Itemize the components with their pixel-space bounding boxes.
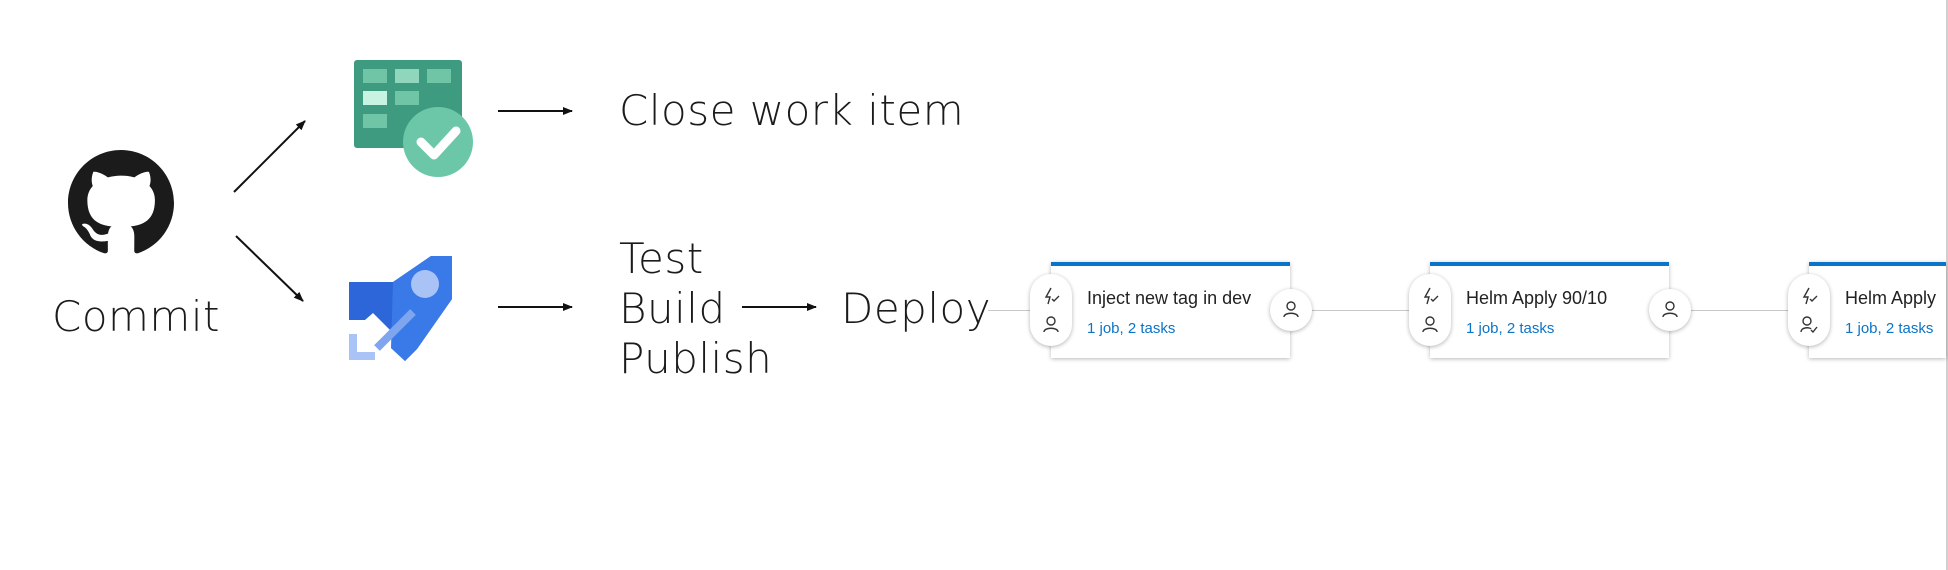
approver-person-icon <box>1043 316 1059 333</box>
stage-card[interactable]: Inject new tag in dev 1 job, 2 tasks <box>1051 262 1290 358</box>
pre-deployment-conditions[interactable] <box>1030 274 1072 346</box>
trigger-lightning-icon <box>1802 287 1818 305</box>
build-label: Build <box>619 284 726 333</box>
stage-card[interactable]: Helm Apply 90/10 1 job, 2 tasks <box>1430 262 1669 358</box>
azure-boards-icon <box>354 60 473 177</box>
stage-job-count[interactable]: 1 job, 2 tasks <box>1466 320 1555 337</box>
test-label: Test <box>619 234 704 283</box>
pre-deployment-conditions[interactable] <box>1788 274 1830 346</box>
right-edge-line <box>1946 0 1948 570</box>
stage-name: Inject new tag in dev <box>1087 288 1252 308</box>
connector-line <box>1312 310 1412 311</box>
deploy-label: Deploy <box>841 284 992 333</box>
publish-label: Publish <box>619 334 773 383</box>
trigger-lightning-icon <box>1423 287 1439 305</box>
arrow-to-boards <box>233 120 306 193</box>
approver-check-icon <box>1800 316 1818 333</box>
stage-card[interactable]: Helm Apply 1 job, 2 tasks <box>1809 262 1946 358</box>
stage-name: Helm Apply 90/10 <box>1466 288 1608 308</box>
connector-line <box>988 310 1030 311</box>
pre-deployment-conditions[interactable] <box>1409 274 1451 346</box>
trigger-lightning-icon <box>1044 287 1060 305</box>
azure-pipelines-icon <box>349 256 452 361</box>
connector-line <box>1690 310 1790 311</box>
post-deployment-approvals[interactable] <box>1649 289 1691 331</box>
commit-label: Commit <box>52 292 220 341</box>
arrow-to-pipelines <box>235 235 304 302</box>
approver-person-icon <box>1422 316 1438 333</box>
stage-name: Helm Apply <box>1845 288 1937 308</box>
close-work-item-label: Close work item <box>619 86 965 135</box>
person-icon <box>1662 301 1678 318</box>
post-deployment-approvals[interactable] <box>1270 289 1312 331</box>
github-icon <box>68 150 174 254</box>
stage-job-count[interactable]: 1 job, 2 tasks <box>1087 320 1176 337</box>
person-icon <box>1283 301 1299 318</box>
stage-job-count[interactable]: 1 job, 2 tasks <box>1845 320 1934 337</box>
